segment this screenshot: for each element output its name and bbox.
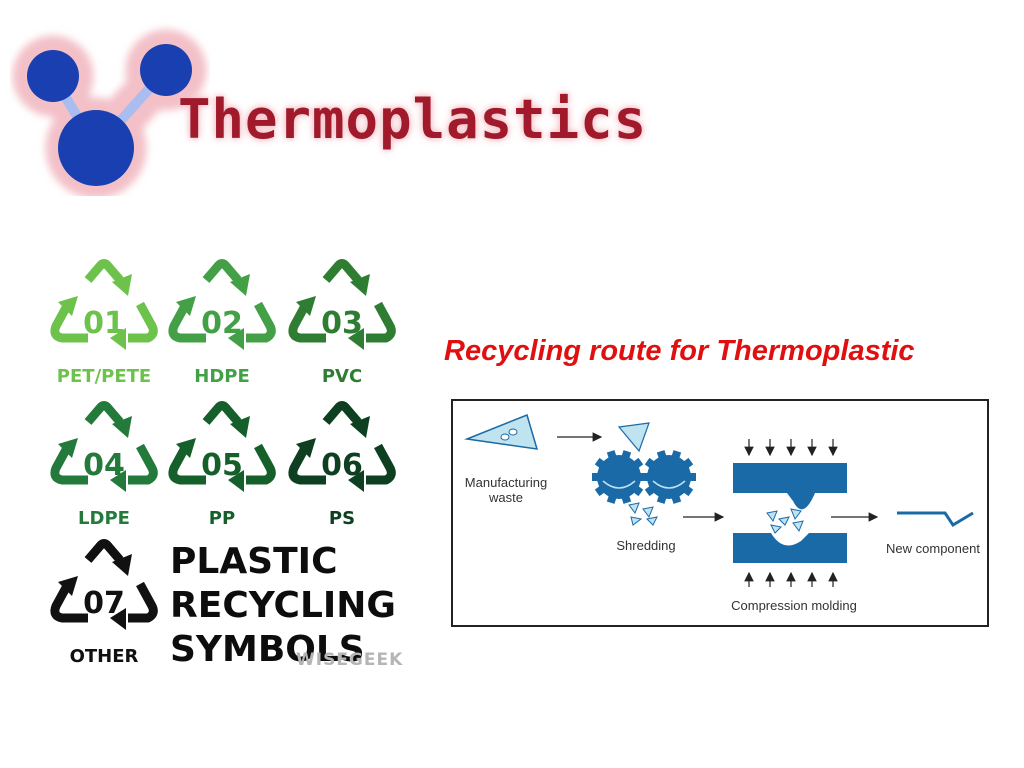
page-title: Thermoplastics: [178, 88, 648, 151]
new-component-icon: [897, 511, 974, 528]
press-arrows-bottom: [744, 571, 838, 587]
symbol-label: LDPE: [78, 508, 130, 529]
gear-tooth: [682, 457, 694, 470]
symbol-label: OTHER: [69, 646, 139, 667]
diagram-graphic: [464, 413, 974, 587]
gear-tooth: [642, 473, 650, 481]
recycle-triangle-icon: [50, 539, 158, 630]
recycle-triangle-icon: [50, 401, 158, 492]
recycling-symbols-heading: PLASTIC RECYCLING SYMBOLS: [170, 540, 396, 672]
symbol-label: PP: [208, 508, 236, 529]
gear-tooth: [606, 450, 617, 461]
heading-line-3: SYMBOLS: [170, 629, 365, 670]
recycle-triangle-icon: [168, 401, 276, 492]
shredder-gears-icon: [592, 450, 696, 504]
symbol-label: HDPE: [194, 366, 250, 387]
gear-tooth: [656, 450, 667, 461]
gear-tooth: [671, 493, 682, 504]
press-arrows-top: [744, 439, 838, 457]
symbol-code: 04: [83, 448, 125, 483]
waste-piece-icon: [464, 413, 539, 450]
molecule-logo-icon: [12, 29, 207, 196]
gear-tooth: [632, 484, 644, 497]
heading-line-2: RECYCLING: [170, 585, 396, 626]
route-title: Recycling route for Thermoplastic: [444, 335, 915, 367]
watermark: WISEGEEK: [296, 650, 404, 670]
recycle-triangle-icon: [288, 401, 396, 492]
gear-tooth: [621, 450, 632, 461]
symbol-label: PS: [328, 508, 356, 529]
symbol-label: PET/PETE: [56, 366, 152, 387]
gear-tooth: [632, 457, 644, 470]
heading-line-1: PLASTIC: [170, 541, 338, 582]
gear-tooth: [644, 457, 656, 470]
gear-tooth: [621, 493, 632, 504]
label-shredding: Shredding: [616, 538, 676, 553]
symbol-code: 05: [201, 448, 243, 483]
symbol-code: 03: [321, 306, 363, 341]
recycle-triangle-icon: [50, 259, 158, 350]
gear-tooth: [688, 473, 696, 481]
symbol-label: PVC: [321, 366, 363, 387]
recycle-triangle-icon: [168, 259, 276, 350]
label-manufacturing-waste: Manufacturing waste: [464, 475, 548, 505]
mold-top: [733, 463, 847, 510]
gear-tooth: [656, 493, 667, 504]
shredded-bits-icon: [628, 502, 658, 526]
symbol-code: 07: [83, 586, 125, 621]
mold-bottom: [733, 533, 847, 563]
gear-tooth: [606, 493, 617, 504]
gear-tooth: [594, 457, 606, 470]
label-compression-molding: Compression molding: [731, 598, 857, 613]
recycling-route-diagram: Manufacturing waste Shredding Compressio…: [451, 399, 989, 627]
recycle-triangle-icon: [288, 259, 396, 350]
gear-tooth: [592, 473, 600, 481]
symbol-code: 02: [201, 306, 243, 341]
gear-tooth: [671, 450, 682, 461]
symbol-code: 06: [321, 448, 363, 483]
gear-tooth: [594, 484, 606, 497]
gear-tooth: [644, 484, 656, 497]
label-new-component: New component: [886, 541, 980, 556]
gear-tooth: [682, 484, 694, 497]
symbol-code: 01: [83, 306, 125, 341]
